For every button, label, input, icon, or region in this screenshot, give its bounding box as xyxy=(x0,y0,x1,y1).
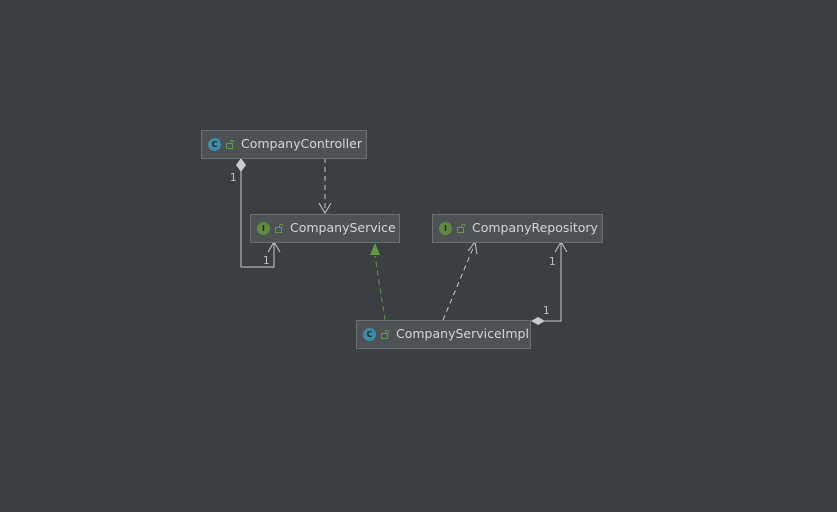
arrowhead-service-from-controller xyxy=(267,241,281,253)
node-company-service[interactable]: I CompanyService xyxy=(250,214,400,243)
interface-badge-icon: I xyxy=(439,222,452,235)
composition-diamond-impl xyxy=(531,317,545,325)
node-company-service-impl[interactable]: C CompanyServiceImpl xyxy=(356,320,531,349)
node-label: CompanyServiceImpl xyxy=(396,326,529,342)
interface-badge-icon: I xyxy=(257,222,270,235)
arrowhead-realization-service xyxy=(370,243,380,255)
edge-impl-repository-dependency xyxy=(442,245,475,321)
public-visibility-icon xyxy=(226,140,235,149)
class-badge-icon: C xyxy=(363,328,376,341)
multiplicity-service-target: 1 xyxy=(263,255,270,267)
public-visibility-icon xyxy=(457,224,466,233)
arrowhead-repository-from-impl xyxy=(554,241,568,253)
node-company-repository[interactable]: I CompanyRepository xyxy=(432,214,603,243)
public-visibility-icon xyxy=(275,224,284,233)
multiplicity-controller-source: 1 xyxy=(230,172,237,184)
composition-diamond-controller xyxy=(236,158,246,172)
node-label: CompanyService xyxy=(290,220,396,236)
public-visibility-icon xyxy=(381,330,390,339)
class-badge-icon: C xyxy=(208,138,221,151)
multiplicity-repository-target: 1 xyxy=(549,256,556,268)
node-company-controller[interactable]: C CompanyController xyxy=(201,130,367,159)
arrowhead-dependency-service xyxy=(318,202,332,214)
arrowhead-dependency-repository xyxy=(467,240,478,255)
multiplicity-impl-source: 1 xyxy=(543,305,550,317)
edge-impl-service-realization xyxy=(374,255,386,321)
node-label: CompanyRepository xyxy=(472,220,598,236)
node-label: CompanyController xyxy=(241,136,362,152)
